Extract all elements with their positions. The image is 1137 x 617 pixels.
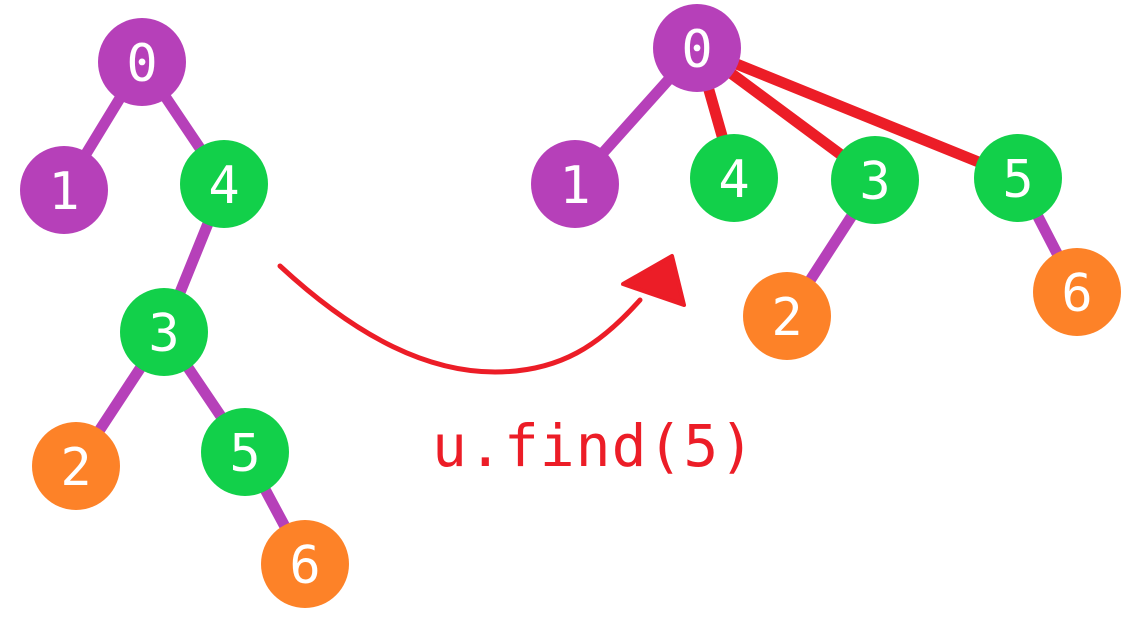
node-label: 5 xyxy=(229,424,260,484)
node-label: 0 xyxy=(681,20,712,80)
before-tree-edge-0-4 xyxy=(154,83,209,159)
before-tree-node-0: 0 xyxy=(98,18,186,106)
node-circle xyxy=(98,18,186,106)
node-label: 4 xyxy=(718,150,749,210)
before-tree-node-6: 6 xyxy=(261,520,349,608)
after-tree-node-1: 1 xyxy=(531,140,619,228)
after-tree-edge-0-5 xyxy=(722,54,989,170)
node-circle xyxy=(20,146,108,234)
node-circle xyxy=(180,140,268,228)
operation-caption: u.find(5) xyxy=(432,412,756,480)
node-circle xyxy=(974,134,1062,222)
before-tree-node-1: 1 xyxy=(20,146,108,234)
node-label: 2 xyxy=(771,288,802,348)
after-tree-node-0: 0 xyxy=(653,4,741,92)
node-circle xyxy=(831,136,919,224)
node-label: 6 xyxy=(1061,264,1092,324)
after-tree-node-5: 5 xyxy=(974,134,1062,222)
node-circle xyxy=(201,408,289,496)
after-tree-node-4: 4 xyxy=(690,134,778,222)
after-tree-edge-0-1 xyxy=(594,67,681,162)
node-label: 1 xyxy=(48,162,79,222)
node-circle xyxy=(690,134,778,222)
before-tree-node-3: 3 xyxy=(120,288,208,376)
after-tree-edge-0-3 xyxy=(718,62,851,164)
node-label: 5 xyxy=(1002,150,1033,210)
node-circle xyxy=(261,520,349,608)
before-tree-node-5: 5 xyxy=(201,408,289,496)
node-circle xyxy=(120,288,208,376)
transform-arrowhead xyxy=(621,254,686,307)
before-tree-node-4: 4 xyxy=(180,140,268,228)
after-tree-edge-3-2 xyxy=(801,202,863,291)
node-circle xyxy=(32,422,120,510)
node-label: 3 xyxy=(148,304,179,364)
node-label: 4 xyxy=(208,156,239,216)
after-tree-node-3: 3 xyxy=(831,136,919,224)
node-circle xyxy=(653,4,741,92)
node-label: 0 xyxy=(126,34,157,94)
before-tree-edge-0-1 xyxy=(77,84,131,164)
node-circle xyxy=(743,272,831,360)
before-tree-edge-3-5 xyxy=(176,353,230,427)
after-tree-node-6: 6 xyxy=(1033,248,1121,336)
node-label: 3 xyxy=(859,152,890,212)
transform-arrow-curve xyxy=(277,263,643,375)
before-tree-node-2: 2 xyxy=(32,422,120,510)
after-tree-node-2: 2 xyxy=(743,272,831,360)
node-circle xyxy=(531,140,619,228)
before-tree-edge-4-3 xyxy=(172,209,218,303)
node-label: 1 xyxy=(559,156,590,216)
before-tree-edge-3-2 xyxy=(91,354,152,441)
node-label: 6 xyxy=(289,536,320,596)
node-label: 2 xyxy=(60,438,91,498)
node-circle xyxy=(1033,248,1121,336)
